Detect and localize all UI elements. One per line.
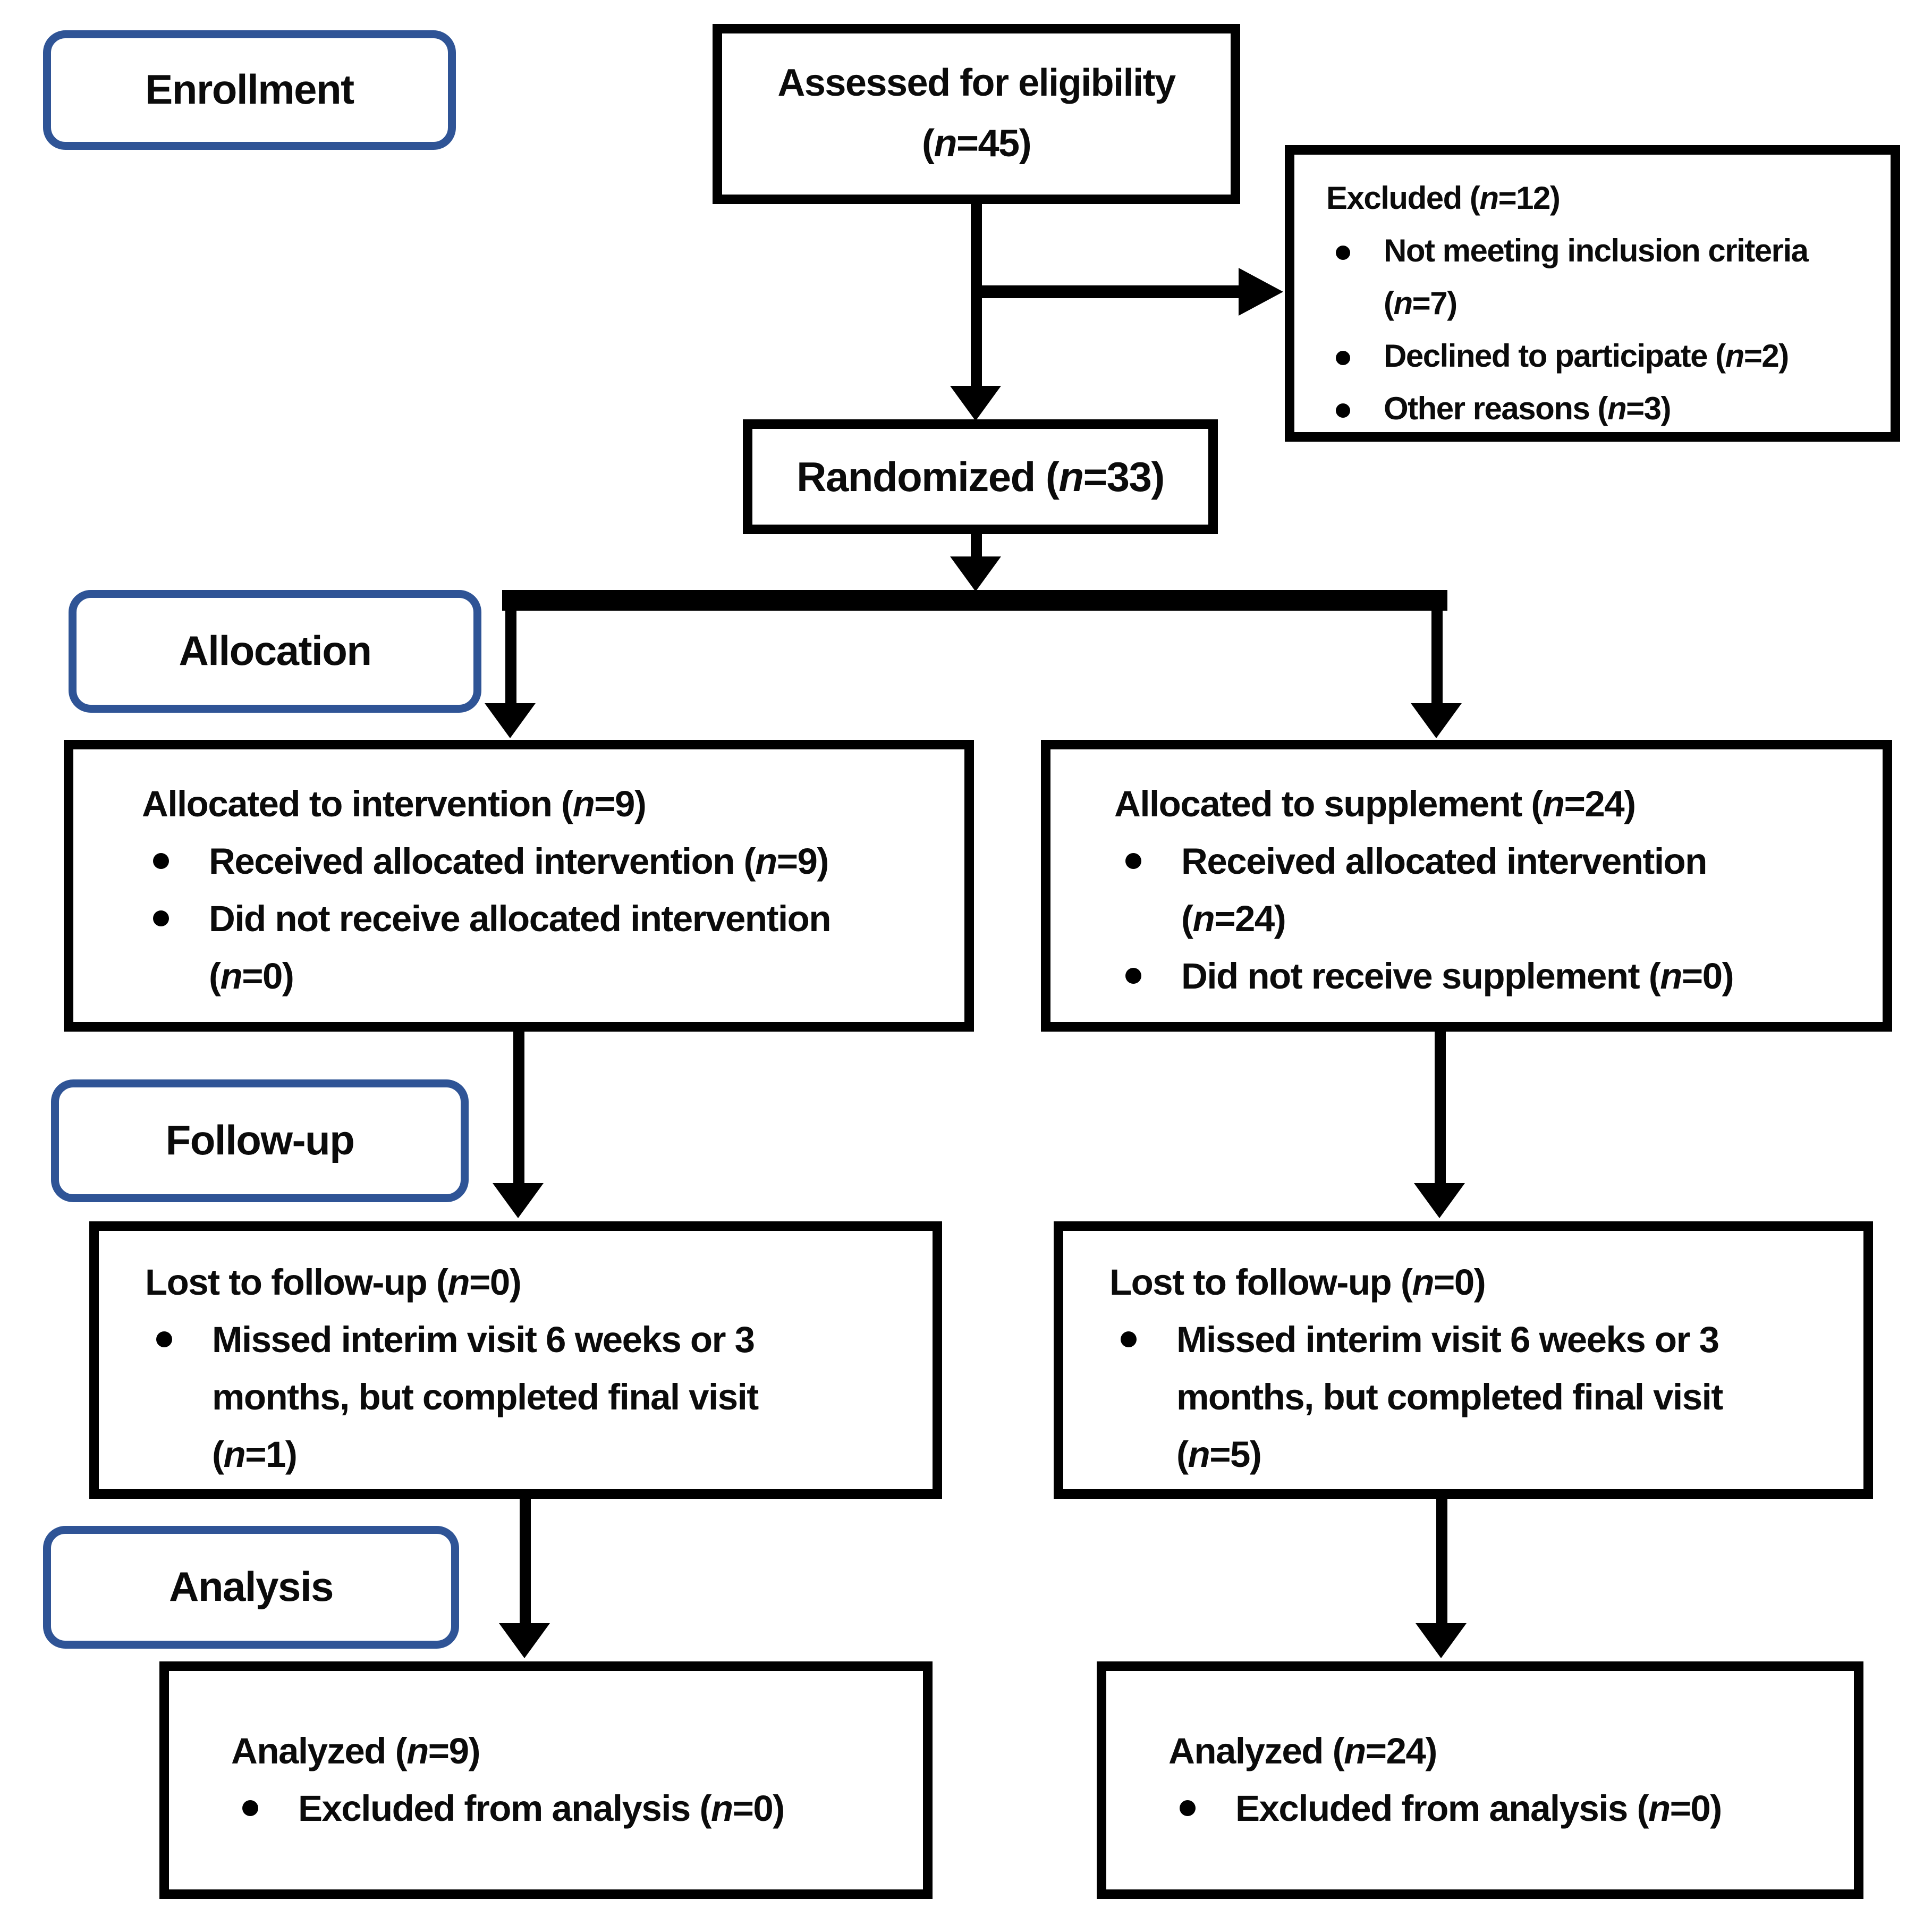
assessed-box: Assessed for eligibility (n=45) [713, 24, 1240, 204]
stage-label-followup-text: Follow-up [165, 1116, 355, 1164]
randomized-label: Randomized (n=33) [796, 453, 1165, 501]
assessed-line1: Assessed for eligibility [777, 61, 1176, 105]
arrowhead-down-icon [493, 1183, 544, 1218]
connector-line [513, 1032, 524, 1186]
bullet-item: Excluded from analysis (n=0) [1168, 1779, 1841, 1837]
arrowhead-down-icon [950, 386, 1001, 421]
stage-label-allocation: Allocation [69, 590, 481, 713]
bullet-item: Missed interim visit 6 weeks or 3 months… [145, 1311, 920, 1483]
connector-line [976, 285, 1240, 298]
stage-label-enrollment: Enrollment [43, 30, 456, 150]
stage-label-enrollment-text: Enrollment [145, 65, 354, 113]
allocation-supplement-bullets: Received allocated intervention (n=24)Di… [1114, 832, 1870, 1005]
arrowhead-down-icon [485, 703, 536, 738]
analysis-intervention-bullets: Excluded from analysis (n=0) [231, 1779, 910, 1837]
stage-label-analysis: Analysis [43, 1526, 459, 1649]
bullet-item: Did not receive supplement (n=0) [1114, 947, 1870, 1005]
followup-intervention-bullets: Missed interim visit 6 weeks or 3 months… [145, 1311, 920, 1483]
bullet-item: Not meeting inclusion criteria (n=7) [1326, 226, 1884, 332]
connector-line [520, 1499, 531, 1626]
stage-label-allocation-text: Allocation [179, 627, 372, 674]
allocation-intervention-title: Allocated to intervention (n=9) [142, 783, 647, 824]
bullet-item: Did not receive allocated intervention (… [142, 890, 948, 1005]
randomized-box: Randomized (n=33) [743, 419, 1218, 534]
excluded-bullets: Not meeting inclusion criteria (n=7)Decl… [1326, 226, 1884, 437]
bullet-item: Declined to participate (n=2) [1326, 332, 1884, 384]
analysis-supplement-title: Analyzed (n=24) [1168, 1730, 1437, 1771]
split-bar [502, 590, 1447, 611]
stage-label-followup: Follow-up [51, 1079, 469, 1202]
bullet-item: Missed interim visit 6 weeks or 3 months… [1109, 1311, 1851, 1483]
allocation-supplement-box: Allocated to supplement (n=24) Received … [1041, 740, 1892, 1032]
arrowhead-down-icon [950, 556, 1001, 592]
followup-intervention-box: Lost to follow-up (n=0) Missed interim v… [89, 1221, 942, 1499]
analysis-supplement-bullets: Excluded from analysis (n=0) [1168, 1779, 1841, 1837]
bullet-item: Other reasons (n=3) [1326, 384, 1884, 437]
excluded-title: Excluded (n=12) [1326, 182, 1561, 217]
arrowhead-down-icon [1414, 1183, 1465, 1218]
followup-supplement-title: Lost to follow-up (n=0) [1109, 1261, 1486, 1303]
connector-line [1435, 1032, 1446, 1186]
allocation-intervention-box: Allocated to intervention (n=9) Received… [64, 740, 974, 1032]
analysis-intervention-title: Analyzed (n=9) [231, 1730, 480, 1771]
bullet-item: Received allocated intervention (n=9) [142, 832, 948, 890]
bullet-item: Received allocated intervention (n=24) [1114, 832, 1870, 947]
arrowhead-down-icon [1416, 1623, 1467, 1658]
connector-line [505, 609, 516, 708]
stage-label-analysis-text: Analysis [169, 1563, 334, 1610]
allocation-intervention-bullets: Received allocated intervention (n=9)Did… [142, 832, 948, 1005]
followup-supplement-box: Lost to follow-up (n=0) Missed interim v… [1054, 1221, 1873, 1499]
followup-intervention-title: Lost to follow-up (n=0) [145, 1261, 522, 1303]
assessed-line2: (n=45) [921, 122, 1032, 165]
bullet-item: Excluded from analysis (n=0) [231, 1779, 910, 1837]
analysis-supplement-box: Analyzed (n=24) Excluded from analysis (… [1097, 1661, 1863, 1899]
arrowhead-down-icon [1411, 703, 1462, 738]
arrowhead-down-icon [499, 1623, 550, 1658]
arrowhead-right-icon [1239, 268, 1283, 316]
connector-line [1436, 1499, 1447, 1626]
followup-supplement-bullets: Missed interim visit 6 weeks or 3 months… [1109, 1311, 1851, 1483]
allocation-supplement-title: Allocated to supplement (n=24) [1114, 783, 1636, 824]
connector-line [1431, 609, 1443, 708]
excluded-box: Excluded (n=12) Not meeting inclusion cr… [1285, 145, 1900, 442]
analysis-intervention-box: Analyzed (n=9) Excluded from analysis (n… [159, 1661, 933, 1899]
